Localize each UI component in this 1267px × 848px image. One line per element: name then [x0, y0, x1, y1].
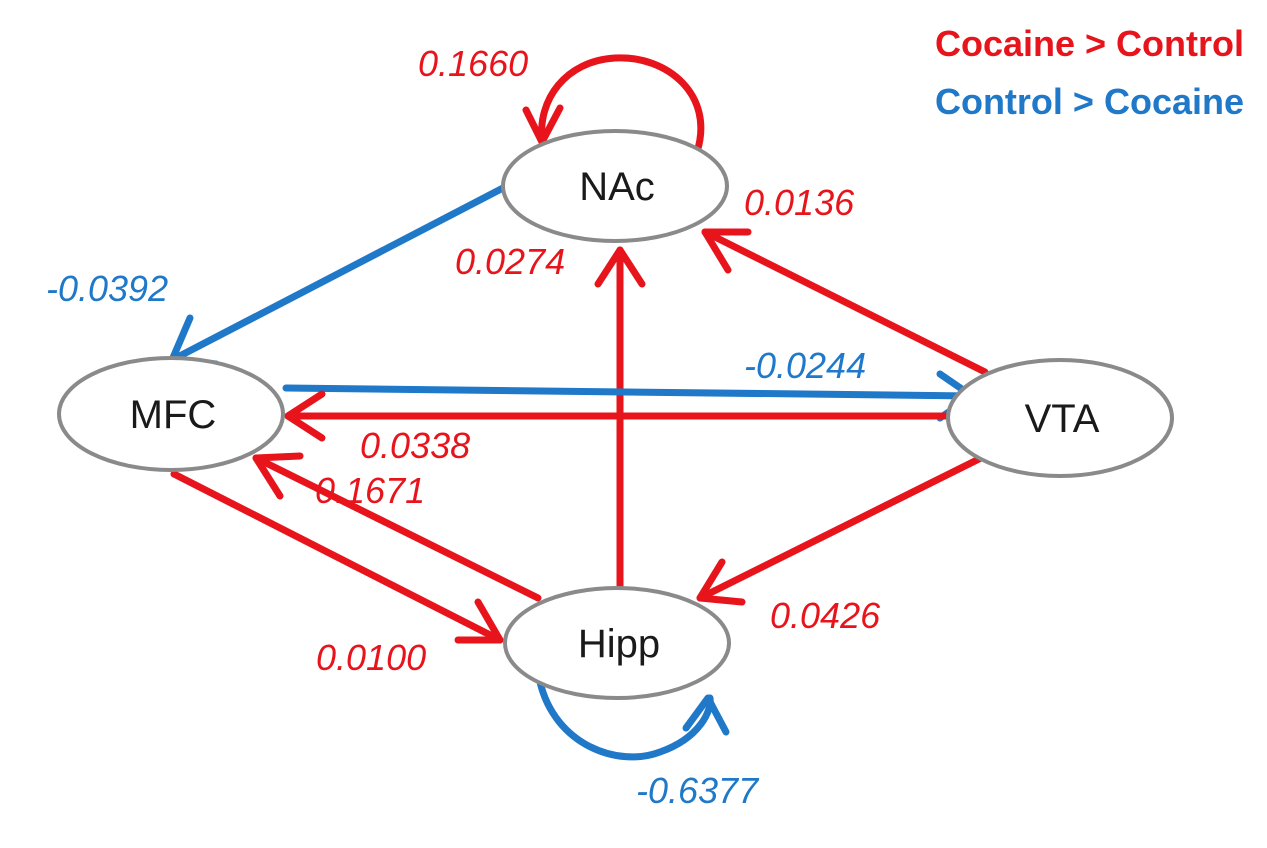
node-hipp-label: Hipp	[578, 622, 660, 666]
edge-hipp-to-mfc	[252, 454, 542, 602]
label-hipp-self: -0.6377	[636, 770, 760, 811]
label-hipp-to-mfc: 0.1671	[315, 470, 425, 511]
edge-mfc-to-hipp-arrowhead	[454, 598, 504, 644]
nodes: NAc MFC VTA Hipp	[57, 129, 1174, 700]
label-vta-to-nac: 0.0136	[744, 182, 855, 223]
node-hipp: Hipp	[503, 586, 731, 700]
edges	[168, 54, 989, 761]
node-vta: VTA	[946, 358, 1174, 478]
node-nac: NAc	[501, 129, 729, 243]
label-nac-to-mfc: -0.0392	[46, 268, 168, 309]
edge-vta-to-nac-arrowhead	[701, 228, 752, 274]
label-mfc-to-vta: -0.0244	[744, 345, 866, 386]
legend-increase: Cocaine > Control	[935, 23, 1244, 64]
node-mfc-ellipse	[57, 356, 285, 472]
edge-vta-to-mfc-arrowhead	[284, 390, 326, 442]
edge-labels: 0.1660 -0.0392 0.0136 0.0274 -0.0244 0.0…	[46, 43, 881, 811]
edge-nac-self	[538, 54, 705, 156]
node-vta-ellipse	[946, 358, 1174, 478]
edge-hipp-to-nac-arrowhead	[594, 246, 646, 288]
label-vta-to-hipp: 0.0426	[770, 595, 881, 636]
label-vta-to-mfc: 0.0338	[360, 425, 470, 466]
legend-decrease: Control > Cocaine	[935, 81, 1244, 122]
edge-mfc-to-vta	[282, 384, 976, 400]
edge-hipp-self-arrowhead	[682, 694, 730, 736]
edge-vta-to-nac	[701, 228, 989, 376]
edge-vta-to-hipp-arrowhead	[696, 558, 746, 606]
node-vta-label: VTA	[1025, 397, 1100, 441]
node-mfc-label: MFC	[130, 393, 217, 437]
node-mfc: MFC	[57, 356, 285, 472]
node-nac-ellipse	[501, 129, 729, 243]
edge-vta-to-hipp	[696, 452, 989, 602]
label-hipp-to-nac: 0.0274	[455, 241, 565, 282]
edge-nac-to-mfc	[168, 184, 507, 364]
edge-nac-self-arrowhead	[522, 104, 564, 146]
edge-hipp-self	[536, 678, 714, 761]
node-nac-label: NAc	[579, 165, 655, 209]
legend: Cocaine > Control Control > Cocaine	[935, 23, 1244, 122]
node-hipp-ellipse	[503, 586, 731, 700]
edge-mfc-to-hipp	[170, 470, 504, 644]
edge-hipp-to-mfc-arrowhead	[252, 452, 304, 500]
label-mfc-to-hipp: 0.0100	[316, 637, 426, 678]
label-nac-self: 0.1660	[418, 43, 528, 84]
